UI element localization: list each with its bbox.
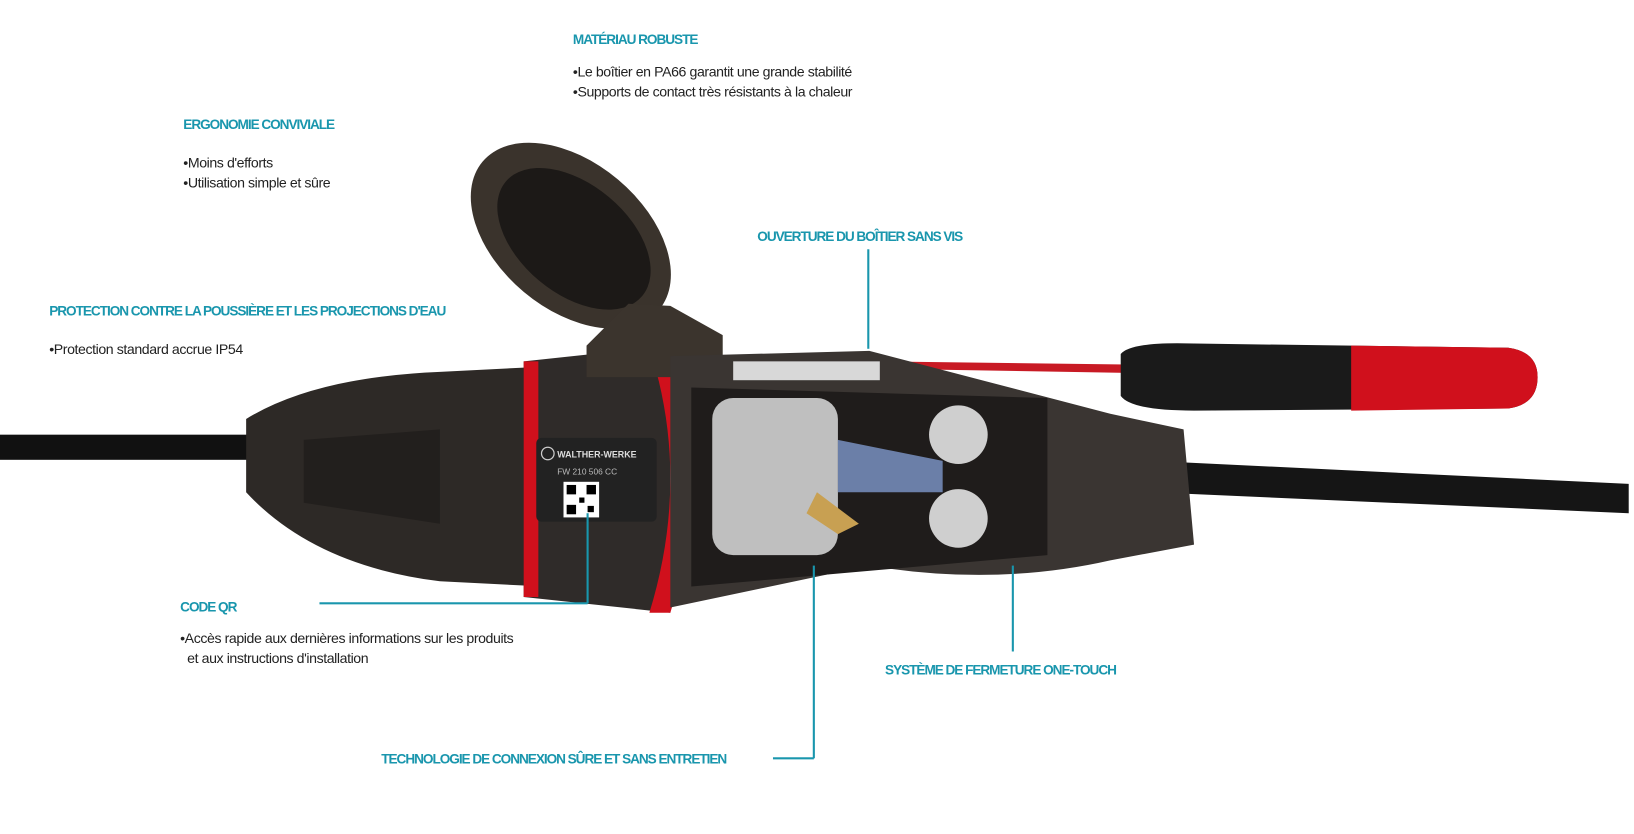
connection-title: TECHNOLOGIE DE CONNEXION SÛRE ET SANS EN… — [381, 750, 727, 767]
screwdriver-tip-red — [1351, 345, 1538, 411]
bullet: Protection standard accrue IP54 — [49, 339, 243, 359]
bullet: Accès rapide aux dernières informations … — [180, 628, 514, 648]
cable-left — [0, 434, 262, 460]
ergonomics-title: ERGONOMIE CONVIVIALE — [183, 116, 335, 132]
bullet: Le boîtier en PA66 garantit une grande s… — [573, 62, 852, 82]
ergonomics-bullets: Moins d'efforts Utilisation simple et sû… — [183, 153, 331, 193]
closure-leader-line — [1011, 565, 1014, 652]
protection-bullets: Protection standard accrue IP54 — [49, 339, 243, 359]
bullet: Utilisation simple et sûre — [183, 173, 331, 193]
brand-logo — [540, 446, 555, 461]
bullet: Moins d'efforts — [183, 153, 330, 173]
screwdriver-shaft — [879, 361, 1126, 373]
opening-title: OUVERTURE DU BOÎTIER SANS VIS — [757, 228, 963, 245]
material-title: MATÉRIAU ROBUSTE — [572, 31, 698, 48]
qr-title: CODE QR — [180, 599, 237, 615]
qr-bullets: Accès rapide aux dernières informations … — [180, 628, 514, 668]
connection-leader-line — [772, 757, 814, 759]
model-number: FW 210 506 CC — [557, 466, 617, 476]
material-bullets: Le boîtier en PA66 garantit une grande s… — [573, 62, 852, 102]
qr-leader-line-vertical — [586, 513, 589, 604]
red-ring-left — [523, 361, 539, 598]
closure-gear-bottom — [929, 489, 988, 548]
qr-leader-line — [319, 602, 588, 604]
bullet: Supports de contact très résistants à la… — [573, 82, 852, 102]
brand-text: WALTHER-WERKE — [557, 450, 636, 460]
contact-carrier — [712, 398, 838, 556]
cable-right — [1152, 460, 1629, 514]
protection-title: PROTECTION CONTRE LA POUSSIÈRE ET LES PR… — [49, 302, 446, 319]
connection-leader-line-vertical — [812, 565, 815, 759]
opening-leader-line — [867, 249, 869, 349]
closure-title: SYSTÈME DE FERMETURE ONE-TOUCH — [885, 661, 1117, 678]
bullet-continuation: et aux instructions d'installation — [187, 650, 369, 667]
closure-gear-top — [929, 405, 988, 464]
